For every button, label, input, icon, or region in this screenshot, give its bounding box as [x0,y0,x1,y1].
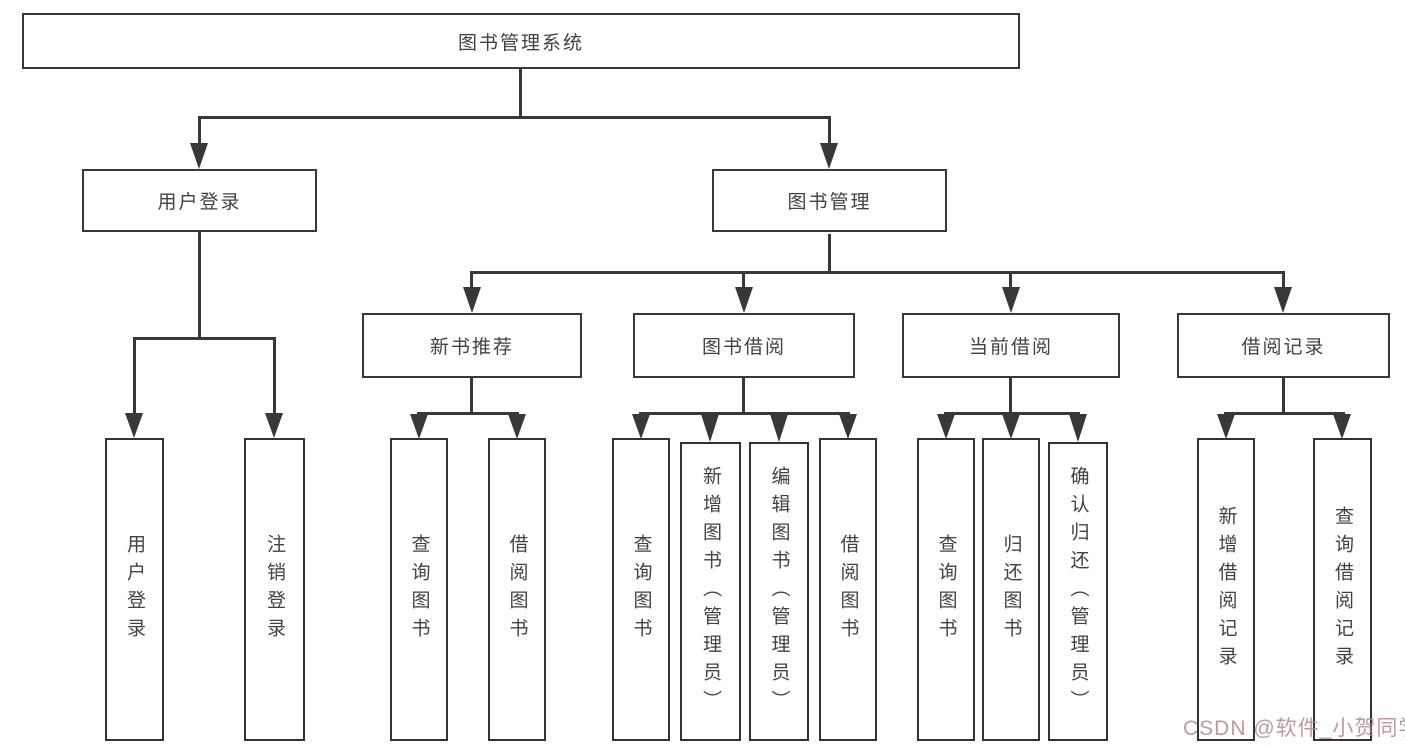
node-new-book-recommend-label: 新书推荐 [429,337,514,358]
leaf-logout: 注销登录 [244,438,305,741]
connector-book-borrow-bus [639,412,850,415]
arrowhead-icon [937,414,955,439]
leaf-add-borrow-record-label: 新增借阅记录 [1215,505,1237,674]
leaf-query-books-recommend-label: 查询图书 [408,533,430,646]
leaf-return-books: 归还图书 [982,438,1040,741]
leaf-borrow-books-recommend: 借阅图书 [488,438,546,741]
arrowhead-icon [1069,414,1087,442]
node-book-management: 图书管理 [712,169,947,232]
connector-borrow-records-bus [1224,412,1345,415]
connector-to-current-borrow [1009,271,1012,288]
arrowhead-icon [632,414,650,439]
arrowhead-icon [1217,414,1235,439]
connector-user-login-stem [198,232,201,338]
arrowhead-icon [508,414,526,439]
connector-user-login-bus [133,337,276,340]
connector-to-book-borrow [742,271,745,288]
leaf-borrow-books-label: 借阅图书 [837,533,859,646]
connector-new-book-stem [470,378,473,415]
leaf-confirm-return-admin-label: 确认归还（管理员） [1067,465,1089,718]
node-book-borrow: 图书借阅 [633,313,855,378]
leaf-return-books-label: 归还图书 [1000,533,1022,646]
arrowhead-icon [410,414,428,439]
node-borrow-records-label: 借阅记录 [1241,337,1326,358]
leaf-query-books-current: 查询图书 [917,438,975,741]
arrowhead-icon [1274,287,1292,313]
arrowhead-icon [125,413,143,438]
node-current-borrow-label: 当前借阅 [968,337,1053,358]
node-user-login-label: 用户登录 [157,192,242,213]
node-user-login: 用户登录 [82,169,317,232]
node-root-label: 图书管理系统 [457,32,584,54]
leaf-query-books-recommend: 查询图书 [390,438,448,741]
leaf-query-books-current-label: 查询图书 [935,533,957,646]
arrowhead-icon [820,143,838,169]
connector-book-borrow-stem [742,378,745,415]
connector-root-bus [198,116,831,119]
arrowhead-icon [1002,287,1020,313]
leaf-confirm-return-admin: 确认归还（管理员） [1048,442,1108,741]
node-current-borrow: 当前借阅 [902,313,1120,378]
node-root: 图书管理系统 [22,13,1020,69]
leaf-add-books-admin: 新增图书（管理员） [680,442,741,741]
arrowhead-icon [190,143,208,169]
node-book-management-label: 图书管理 [787,192,872,213]
leaf-query-borrow-record-label: 查询借阅记录 [1332,505,1353,674]
leaf-query-books-borrow-label: 查询图书 [630,533,652,646]
leaf-borrow-books: 借阅图书 [819,438,877,741]
node-borrow-records: 借阅记录 [1177,313,1390,378]
connector-current-borrow-bus [944,412,1080,415]
connector-book-mgmt-bus [470,271,1285,274]
connector-to-leaf-logout [273,337,276,414]
leaf-query-books-borrow: 查询图书 [612,438,670,741]
arrowhead-icon [839,414,857,439]
leaf-add-borrow-record: 新增借阅记录 [1197,438,1255,741]
arrowhead-icon [735,287,753,313]
connector-root-stem [519,69,522,117]
leaf-query-borrow-record: 查询借阅记录 [1313,438,1372,741]
arrowhead-icon [701,414,719,442]
connector-current-borrow-stem [1009,378,1012,415]
leaf-user-login: 用户登录 [105,438,164,741]
connector-new-book-bus [417,412,519,415]
leaf-user-login-label: 用户登录 [124,533,145,646]
arrowhead-icon [770,414,788,442]
arrowhead-icon [265,413,283,438]
node-new-book-recommend: 新书推荐 [362,313,582,378]
leaf-edit-books-admin: 编辑图书（管理员） [749,442,809,741]
node-book-borrow-label: 图书借阅 [701,337,786,358]
leaf-logout-label: 注销登录 [264,533,285,646]
leaf-edit-books-admin-label: 编辑图书（管理员） [768,465,790,718]
connector-to-user-login [198,116,201,144]
arrowhead-icon [463,287,481,313]
arrowhead-icon [1333,414,1351,439]
csdn-watermark: CSDN @软件_小贺同学 [1183,717,1405,740]
connector-to-book-mgmt [828,116,831,144]
leaf-borrow-books-recommend-label: 借阅图书 [506,533,528,646]
connector-to-borrow-records [1282,271,1285,288]
connector-borrow-records-stem [1282,378,1285,415]
connector-book-mgmt-stem [828,234,831,272]
leaf-add-books-admin-label: 新增图书（管理员） [700,465,721,718]
connector-to-new-book [470,271,473,288]
arrowhead-icon [1002,414,1020,439]
connector-to-leaf-login [133,337,136,414]
